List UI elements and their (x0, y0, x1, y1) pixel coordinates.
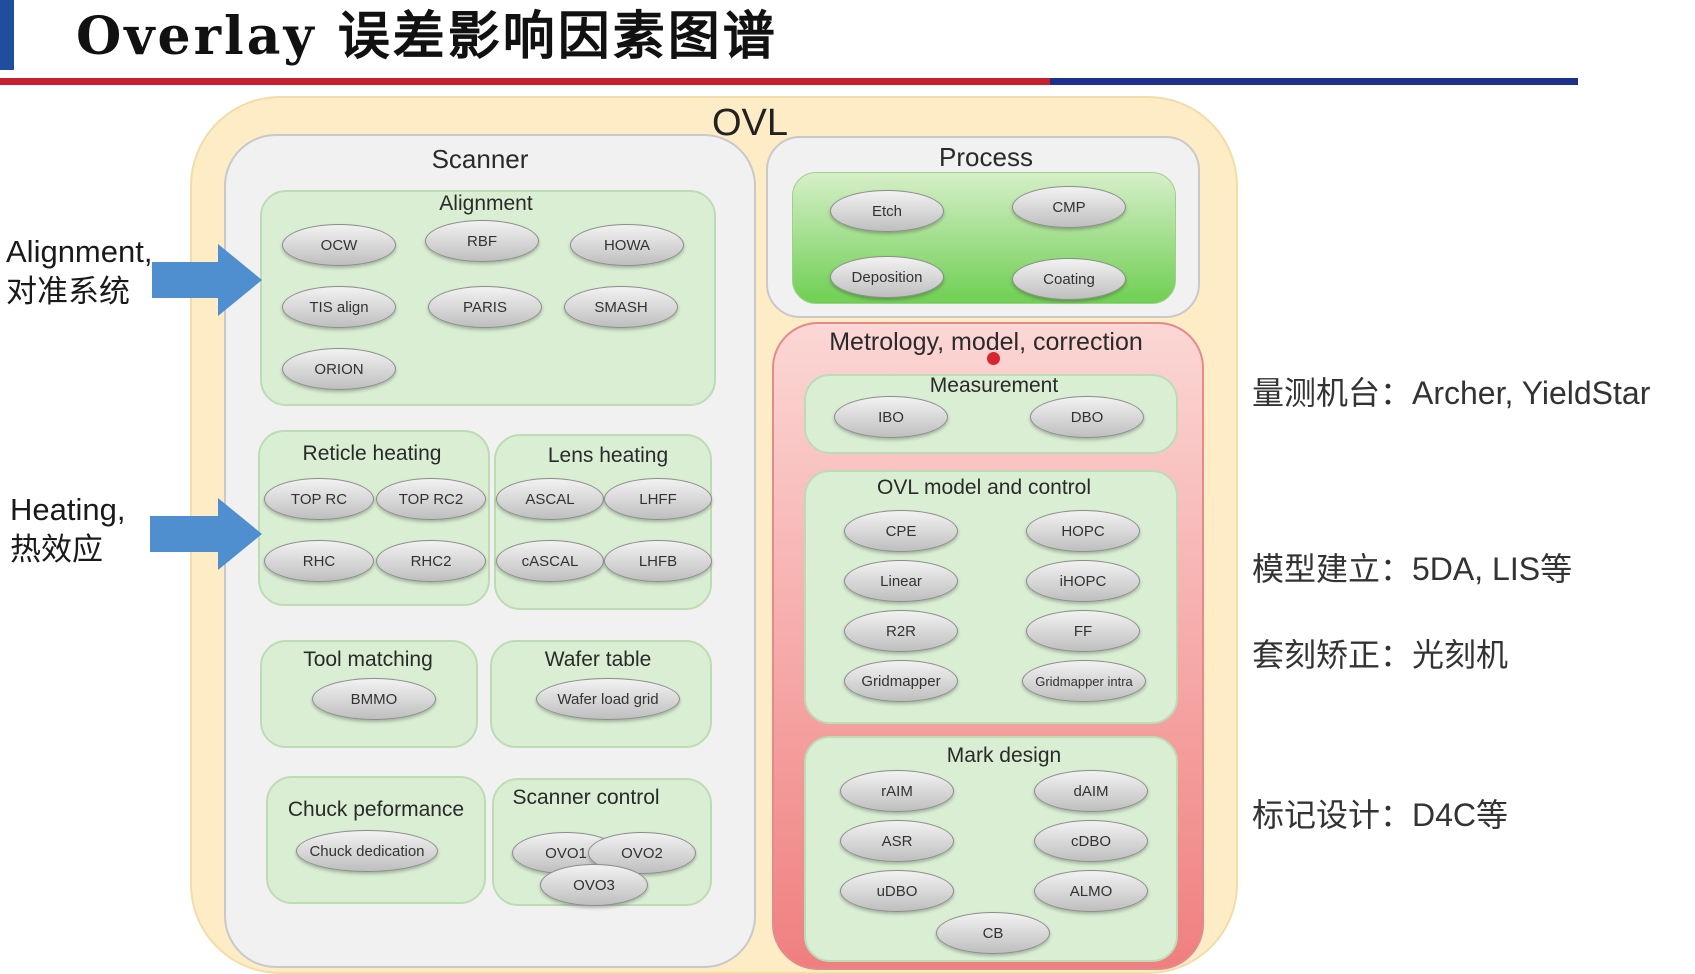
scanner-control-title: Scanner control (512, 786, 660, 809)
measurement-title: Measurement (929, 374, 1059, 397)
node-rbf: RBF (425, 220, 539, 262)
node-r2r: R2R (844, 610, 958, 652)
node-gridmapper-intra: Gridmapper intra (1022, 660, 1146, 702)
alignment-annotation-cn: 对准系统 (6, 274, 130, 309)
node-lhfb: LHFB (604, 540, 712, 582)
node-udbo: uDBO (840, 870, 954, 912)
node-cb: CB (936, 912, 1050, 954)
metrology-title: Metrology, model, correction (829, 328, 1143, 356)
title-rule-blue (1050, 78, 1578, 85)
heating-annotation: Heating, 热效应 (10, 490, 125, 570)
node-etch: Etch (830, 190, 944, 232)
overlay-correction-note: 套刻矫正：光刻机 (1252, 637, 1509, 673)
title-accent-bar (0, 0, 14, 70)
node-asr: ASR (840, 820, 954, 862)
node-dbo: DBO (1030, 396, 1144, 438)
ovl-label: OVL (711, 102, 789, 144)
node-ovo3: OVO3 (540, 864, 648, 906)
node-bmmo: BMMO (312, 678, 436, 720)
heating-arrow-icon (150, 498, 262, 570)
mark-design-title: Mark design (946, 744, 1062, 767)
process-title: Process (939, 142, 1033, 172)
mark-design-note: 标记设计：D4C等 (1252, 797, 1509, 833)
node-ihopc: iHOPC (1026, 560, 1140, 602)
node-chuck-dedication: Chuck dedication (296, 830, 438, 872)
node-ovo2: OVO2 (588, 832, 696, 874)
model-build-note: 模型建立：5DA, LIS等 (1252, 551, 1573, 587)
node-rhc2: RHC2 (376, 540, 486, 582)
node-cpe: CPE (844, 510, 958, 552)
node-smash: SMASH (564, 286, 678, 328)
node-ibo: IBO (834, 396, 948, 438)
node-rhc: RHC (264, 540, 374, 582)
alignment-arrow-icon (152, 244, 262, 316)
node-ascal: ASCAL (496, 478, 604, 520)
scanner-title: Scanner (431, 144, 529, 174)
alignment-group-title: Alignment (439, 192, 533, 215)
node-hopc: HOPC (1026, 510, 1140, 552)
heating-annotation-cn: 热效应 (10, 532, 103, 567)
node-lhff: LHFF (604, 478, 712, 520)
chuck-performance-title: Chuck peformance (287, 798, 465, 821)
title-rule-red (0, 78, 1050, 85)
ovl-model-title: OVL model and control (876, 476, 1091, 499)
tool-matching-title: Tool matching (303, 648, 433, 671)
node-ff: FF (1026, 610, 1140, 652)
node-gridmapper: Gridmapper (844, 660, 958, 702)
alignment-annotation-en: Alignment, (6, 234, 153, 269)
heating-annotation-en: Heating, (10, 492, 126, 527)
node-coating: Coating (1012, 258, 1126, 300)
node-almo: ALMO (1034, 870, 1148, 912)
node-tis-align: TIS align (282, 286, 396, 328)
node-daim: dAIM (1034, 770, 1148, 812)
metrology-tool-note: 量测机台：Archer, YieldStar (1252, 375, 1651, 411)
node-orion: ORION (282, 348, 396, 390)
alignment-annotation: Alignment, 对准系统 (6, 232, 152, 312)
lens-heating-title: Lens heating (547, 444, 669, 467)
node-cmp: CMP (1012, 186, 1126, 228)
node-ocw: OCW (282, 224, 396, 266)
node-raim: rAIM (840, 770, 954, 812)
node-paris: PARIS (428, 286, 542, 328)
wafer-table-title: Wafer table (544, 648, 652, 671)
page-title: Overlay 误差影响因素图谱 (76, 6, 778, 67)
node-linear: Linear (844, 560, 958, 602)
node-top-rc2: TOP RC2 (376, 478, 486, 520)
node-cascal: cASCAL (496, 540, 604, 582)
node-deposition: Deposition (830, 256, 944, 298)
node-wafer-load-grid: Wafer load grid (536, 678, 680, 720)
reticle-heating-title: Reticle heating (302, 442, 442, 465)
node-top-rc: TOP RC (264, 478, 374, 520)
node-cdbo: cDBO (1034, 820, 1148, 862)
pointer-dot (987, 352, 1000, 365)
node-howa: HOWA (570, 224, 684, 266)
